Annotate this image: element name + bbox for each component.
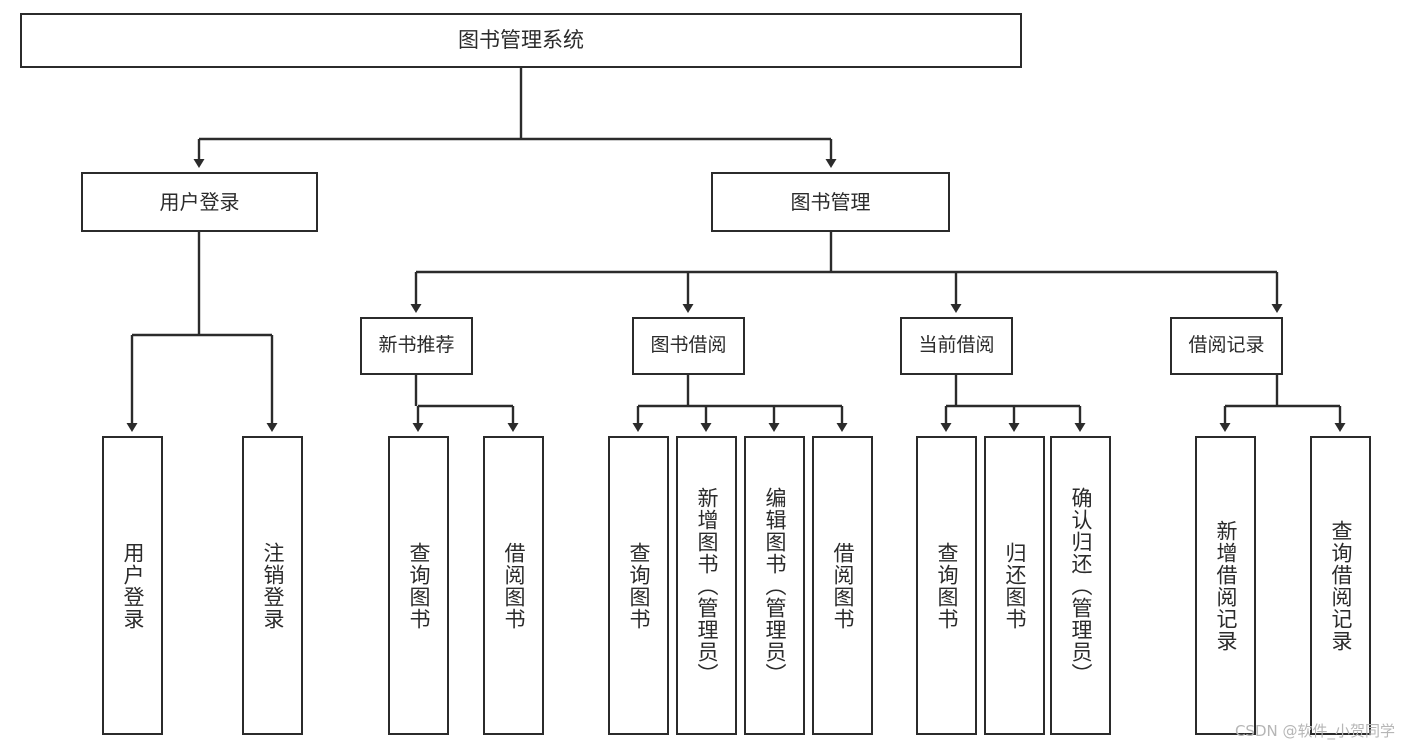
- leaf-query-book-current-label: 查询图书: [935, 541, 959, 630]
- node-new-book-recommend-label: 新书推荐: [378, 334, 455, 357]
- node-root[interactable]: 图书管理系统: [20, 13, 1022, 68]
- leaf-query-book-recommend[interactable]: 查询图书: [388, 436, 449, 735]
- node-book-borrow[interactable]: 图书借阅: [632, 317, 745, 375]
- leaf-logout-label: 注销登录: [261, 541, 285, 630]
- leaf-confirm-return-admin-label: 确认归还（管理员）: [1069, 486, 1093, 685]
- node-book-management[interactable]: 图书管理: [711, 172, 950, 232]
- node-borrow-records-label: 借阅记录: [1188, 334, 1265, 357]
- leaf-confirm-return-admin[interactable]: 确认归还（管理员）: [1050, 436, 1111, 735]
- leaf-query-book-recommend-label: 查询图书: [407, 541, 431, 630]
- node-user-login[interactable]: 用户登录: [81, 172, 318, 232]
- leaf-query-book-current[interactable]: 查询图书: [916, 436, 977, 735]
- node-book-borrow-label: 图书借阅: [650, 334, 727, 357]
- leaf-query-borrow-record-label: 查询借阅记录: [1329, 519, 1353, 652]
- leaf-edit-book-admin-label: 编辑图书（管理员）: [763, 486, 787, 685]
- leaf-query-borrow-record[interactable]: 查询借阅记录: [1310, 436, 1371, 735]
- leaf-logout[interactable]: 注销登录: [242, 436, 303, 735]
- node-user-login-label: 用户登录: [159, 189, 240, 214]
- leaf-query-book-borrow[interactable]: 查询图书: [608, 436, 669, 735]
- leaf-return-book[interactable]: 归还图书: [984, 436, 1045, 735]
- leaf-add-borrow-record[interactable]: 新增借阅记录: [1195, 436, 1256, 735]
- leaf-user-login-label: 用户登录: [121, 541, 145, 630]
- leaf-query-book-borrow-label: 查询图书: [627, 541, 651, 630]
- leaf-borrow-book-recommend[interactable]: 借阅图书: [483, 436, 544, 735]
- leaf-borrow-book[interactable]: 借阅图书: [812, 436, 873, 735]
- leaf-return-book-label: 归还图书: [1003, 541, 1027, 630]
- leaf-add-book-admin[interactable]: 新增图书（管理员）: [676, 436, 737, 735]
- leaf-user-login[interactable]: 用户登录: [102, 436, 163, 735]
- node-current-borrow[interactable]: 当前借阅: [900, 317, 1013, 375]
- node-current-borrow-label: 当前借阅: [918, 334, 995, 357]
- leaf-add-borrow-record-label: 新增借阅记录: [1214, 519, 1238, 652]
- leaf-edit-book-admin[interactable]: 编辑图书（管理员）: [744, 436, 805, 735]
- leaf-add-book-admin-label: 新增图书（管理员）: [695, 486, 719, 685]
- watermark: CSDN @软件_小贺同学: [1234, 722, 1395, 740]
- leaf-borrow-book-recommend-label: 借阅图书: [502, 541, 526, 630]
- node-root-label: 图书管理系统: [458, 27, 584, 52]
- node-new-book-recommend[interactable]: 新书推荐: [360, 317, 473, 375]
- node-borrow-records[interactable]: 借阅记录: [1170, 317, 1283, 375]
- leaf-borrow-book-label: 借阅图书: [831, 541, 855, 630]
- node-book-management-label: 图书管理: [790, 189, 871, 214]
